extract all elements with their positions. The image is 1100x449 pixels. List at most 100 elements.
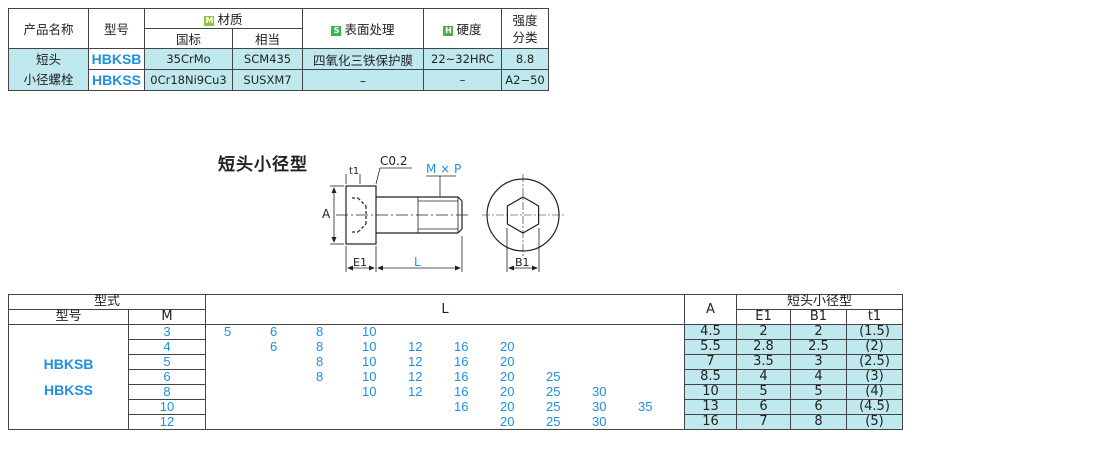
dim-label-e1: E1 <box>353 256 367 269</box>
material-row-gb: 35CrMo <box>144 48 233 70</box>
l-value: 20 <box>500 369 515 384</box>
m-value: 8 <box>128 384 206 400</box>
header-model: 型号 <box>8 309 129 325</box>
t1-value: (4.5) <box>846 399 903 415</box>
e1-value: 5 <box>736 384 791 400</box>
l-value: 10 <box>362 354 377 369</box>
header-surface-label: 表面处理 <box>344 22 395 37</box>
e1-value: 6 <box>736 399 791 415</box>
l-value: 6 <box>270 339 278 354</box>
material-row-strength: 8.8 <box>501 48 549 70</box>
e1-value: 2 <box>736 324 791 340</box>
dimension-lines <box>330 167 463 272</box>
l-value: 8 <box>316 339 324 354</box>
header-group: 短头小径型 <box>736 294 903 310</box>
l-value: 20 <box>500 413 515 429</box>
t1-value: (4) <box>846 384 903 400</box>
m-value: 6 <box>128 369 206 385</box>
a-value: 5.5 <box>684 339 737 355</box>
l-value: 10 <box>362 369 377 384</box>
hardness-badge-icon: H <box>443 26 454 36</box>
m-value: 4 <box>128 339 206 355</box>
b1-value: 6 <box>790 399 847 415</box>
header-material-equiv: 相当 <box>232 28 303 49</box>
product-name-line1: 短头 <box>35 51 61 67</box>
l-value: 8 <box>316 324 324 340</box>
b1-value: 2.5 <box>790 339 847 355</box>
l-value: 10 <box>362 384 377 399</box>
a-value: 13 <box>684 399 737 415</box>
e1-value: 2.8 <box>736 339 791 355</box>
l-value: 20 <box>500 354 515 369</box>
t1-value: (2) <box>846 339 903 355</box>
l-value: 20 <box>500 384 515 399</box>
l-value: 8 <box>316 369 324 384</box>
material-row-hardness: – <box>423 69 502 91</box>
t1-value: (5) <box>846 414 903 430</box>
end-view-arrows <box>508 265 538 271</box>
product-name-cell: 短头 小径螺栓 <box>8 48 89 91</box>
dimension-arrows <box>331 187 461 271</box>
l-value: 16 <box>454 384 469 399</box>
l-value: 12 <box>408 369 423 384</box>
header-e1: E1 <box>736 309 791 325</box>
header-l: L <box>205 294 685 325</box>
drawing-title: 短头小径型 <box>218 155 308 175</box>
t1-value: (2.5) <box>846 354 903 370</box>
bolt-end-view <box>482 174 564 272</box>
b1-value: 5 <box>790 384 847 400</box>
m-value: 5 <box>128 354 206 370</box>
l-value: 12 <box>408 384 423 399</box>
header-strength-line2: 分类 <box>512 29 538 45</box>
header-type: 型式 <box>8 294 206 310</box>
header-product-name: 产品名称 <box>8 8 89 49</box>
l-value: 5 <box>224 324 232 340</box>
e1-value: 3.5 <box>736 354 791 370</box>
l-value: 12 <box>408 354 423 369</box>
m-value: 12 <box>128 414 206 430</box>
material-row-model: HBKSB <box>88 48 145 70</box>
product-name-line2: 小径螺栓 <box>23 71 74 87</box>
material-row-gb: 0Cr18Ni9Cu3 <box>144 69 233 91</box>
l-value: 16 <box>454 339 469 354</box>
header-material-label: 材质 <box>217 12 243 27</box>
t1-value: (1.5) <box>846 324 903 340</box>
l-value: 16 <box>454 354 469 369</box>
material-row-equiv: SUSXM7 <box>232 69 303 91</box>
a-value: 8.5 <box>684 369 737 385</box>
l-value: 30 <box>592 399 607 414</box>
material-row-model: HBKSS <box>88 69 145 91</box>
l-value: 6 <box>270 324 278 340</box>
b1-value: 4 <box>790 369 847 385</box>
l-value: 25 <box>546 369 561 384</box>
a-value: 4.5 <box>684 324 737 340</box>
bolt-drawing: A t1 C0.2 M × P E1 L B1 <box>322 154 564 272</box>
l-value: 35 <box>638 399 653 414</box>
dim-label-l: L <box>414 255 421 269</box>
l-value: 30 <box>592 384 607 399</box>
dim-label-thread: M × P <box>426 162 461 176</box>
header-m: M <box>128 309 206 325</box>
l-value: 10 <box>362 339 377 354</box>
e1-value: 7 <box>736 414 791 430</box>
l-value: 25 <box>546 413 561 429</box>
material-row-strength: A2−50 <box>501 69 549 91</box>
l-value: 25 <box>546 399 561 414</box>
material-row-hardness: 22~32HRC <box>423 48 502 70</box>
model-name: HBKSB <box>43 356 94 372</box>
